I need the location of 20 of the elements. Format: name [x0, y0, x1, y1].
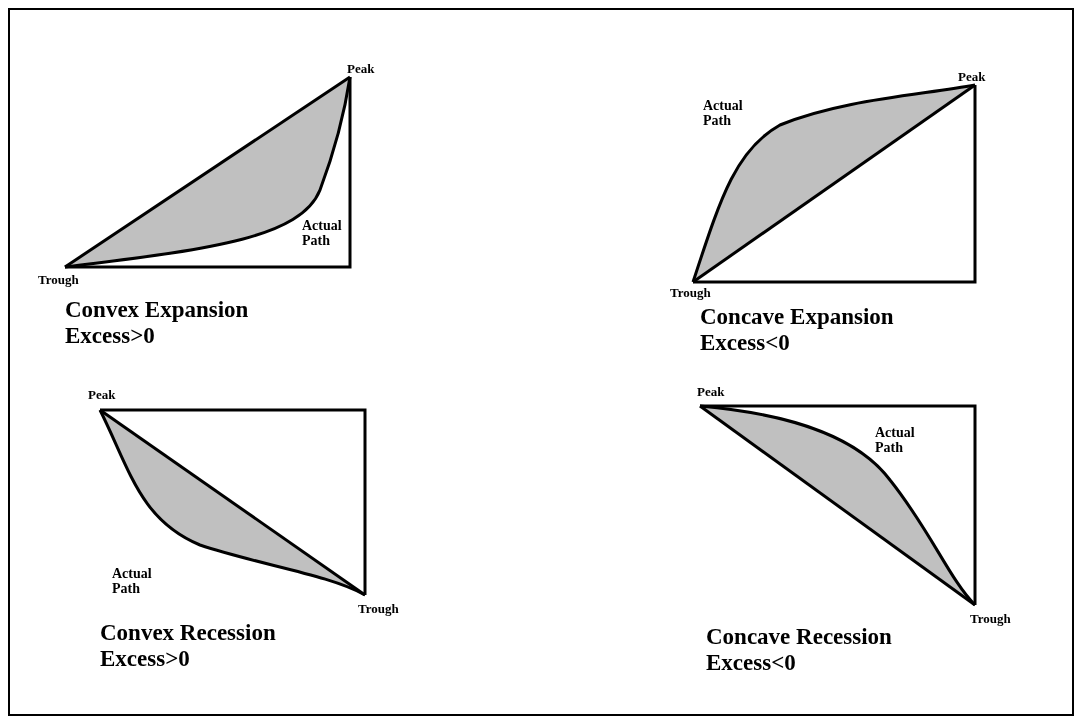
excess-label: Excess<0: [700, 330, 790, 356]
panel-title: Concave Recession: [706, 624, 892, 650]
point-label: Peak: [347, 62, 375, 77]
point-label: Peak: [88, 388, 116, 403]
curve-label: Actual Path: [875, 425, 916, 456]
point-label: Peak: [697, 385, 725, 400]
curve-label: Actual Path: [302, 218, 343, 249]
point-label: Peak: [958, 70, 986, 85]
panel-title: Concave Expansion: [700, 304, 894, 330]
point-label: Trough: [358, 602, 399, 617]
point-label: Trough: [38, 273, 79, 288]
excess-label: Excess>0: [100, 646, 190, 672]
curve-label: Actual Path: [703, 98, 744, 129]
panel-title: Convex Expansion: [65, 297, 249, 323]
point-label: Trough: [670, 286, 711, 301]
excess-label: Excess>0: [65, 323, 155, 349]
panel-title: Convex Recession: [100, 620, 276, 646]
excess-label: Excess<0: [706, 650, 796, 676]
curve-label: Actual Path: [112, 566, 153, 597]
point-label: Trough: [970, 612, 1011, 627]
